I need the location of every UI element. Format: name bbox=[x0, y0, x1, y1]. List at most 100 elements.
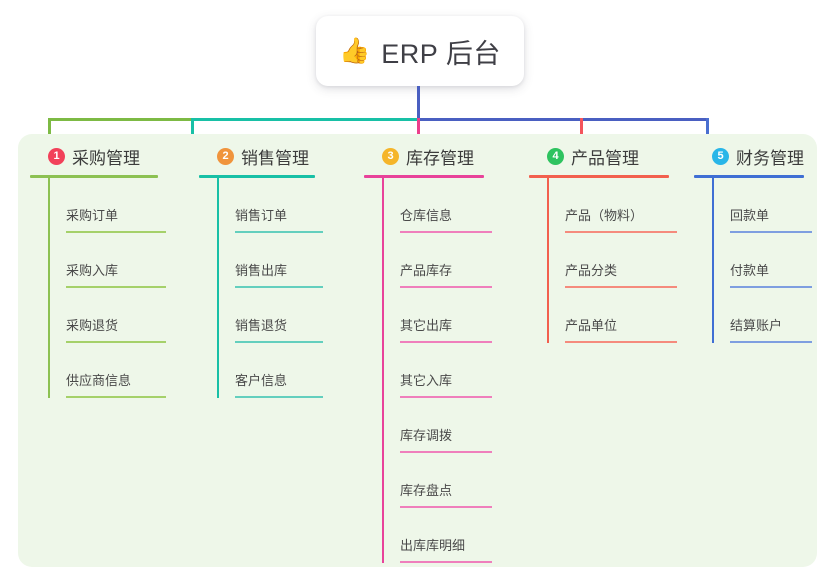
leaf-label: 出库库明细 bbox=[400, 538, 466, 553]
branch-header-2[interactable]: 2 销售管理 bbox=[199, 143, 315, 169]
branch-badge-2: 2 bbox=[217, 147, 234, 165]
leaf-label: 付款单 bbox=[730, 263, 770, 278]
branch-title-4: 产品管理 bbox=[571, 148, 639, 168]
leaf-node[interactable]: 回款单 bbox=[712, 178, 812, 233]
leaf-label: 销售退货 bbox=[235, 318, 288, 333]
leaf-underline bbox=[400, 396, 492, 398]
branch-badge-5: 5 bbox=[712, 147, 729, 165]
leaf-underline bbox=[66, 231, 166, 233]
leaf-underline bbox=[235, 396, 323, 398]
leaf-label: 其它出库 bbox=[400, 318, 453, 333]
branch-title-5: 财务管理 bbox=[736, 148, 804, 168]
leaf-underline bbox=[400, 561, 492, 563]
leaf-node[interactable]: 其它出库 bbox=[382, 288, 492, 343]
branch-column-5: 5 财务管理回款单付款单结算账户 bbox=[694, 143, 812, 343]
branch-column-4: 4 产品管理产品（物料） 产品分类产品单位 bbox=[529, 143, 677, 343]
leaf-node[interactable]: 采购订单 bbox=[48, 178, 166, 233]
leaf-underline bbox=[400, 341, 492, 343]
root-title: ERP 后台 bbox=[381, 38, 501, 69]
branch-underline-1 bbox=[30, 175, 158, 178]
leaf-node[interactable]: 产品单位 bbox=[547, 288, 677, 343]
trunk-segment-right bbox=[420, 118, 709, 121]
leaf-label: 采购退货 bbox=[66, 318, 119, 333]
leaf-underline bbox=[235, 286, 323, 288]
leaf-label: 采购订单 bbox=[66, 208, 119, 223]
branch-underline-3 bbox=[364, 175, 484, 178]
leaf-label: 采购入库 bbox=[66, 263, 119, 278]
leaf-node[interactable]: 结算账户 bbox=[712, 288, 812, 343]
branch-spine-1 bbox=[48, 178, 50, 398]
leaf-node[interactable]: 产品分类 bbox=[547, 233, 677, 288]
branch-title-3: 库存管理 bbox=[406, 148, 474, 168]
leaf-label: 库存盘点 bbox=[400, 483, 453, 498]
branch-spine-3 bbox=[382, 178, 384, 563]
leaf-node[interactable]: 客户信息 bbox=[217, 343, 323, 398]
branch-column-3: 3 库存管理仓库信息产品库存其它出库其它入库库存调拨库存盘点出库库明细 bbox=[364, 143, 492, 563]
leaf-node[interactable]: 其它入库 bbox=[382, 343, 492, 398]
leaf-node[interactable]: 库存盘点 bbox=[382, 453, 492, 508]
leaf-node[interactable]: 库存调拨 bbox=[382, 398, 492, 453]
leaf-label: 销售出库 bbox=[235, 263, 288, 278]
leaf-node[interactable]: 采购入库 bbox=[48, 233, 166, 288]
leaf-node[interactable]: 付款单 bbox=[712, 233, 812, 288]
branch-badge-1: 1 bbox=[48, 147, 65, 165]
leaf-underline bbox=[400, 451, 492, 453]
leaf-node[interactable]: 销售订单 bbox=[217, 178, 323, 233]
leaf-node[interactable]: 销售出库 bbox=[217, 233, 323, 288]
branch-underline-5 bbox=[694, 175, 804, 178]
branch-spine-4 bbox=[547, 178, 549, 343]
leaf-underline bbox=[730, 341, 812, 343]
leaf-node[interactable]: 出库库明细 bbox=[382, 508, 492, 563]
leaf-label: 销售订单 bbox=[235, 208, 288, 223]
leaf-node[interactable]: 仓库信息 bbox=[382, 178, 492, 233]
leaf-underline bbox=[730, 231, 812, 233]
branch-drop-1 bbox=[48, 118, 51, 141]
leaf-label: 客户信息 bbox=[235, 373, 288, 388]
leaf-label: 回款单 bbox=[730, 208, 770, 223]
leaf-label: 供应商信息 bbox=[66, 373, 132, 388]
leaf-label: 产品（物料） bbox=[565, 208, 644, 223]
branch-items-5: 回款单付款单结算账户 bbox=[694, 178, 812, 343]
leaf-node[interactable]: 产品（物料） bbox=[547, 178, 677, 233]
leaf-label: 产品单位 bbox=[565, 318, 618, 333]
branch-header-5[interactable]: 5 财务管理 bbox=[694, 143, 804, 169]
branch-items-1: 采购订单采购入库采购退货供应商信息 bbox=[30, 178, 166, 398]
branch-column-2: 2 销售管理销售订单销售出库销售退货客户信息 bbox=[199, 143, 323, 398]
leaf-node[interactable]: 销售退货 bbox=[217, 288, 323, 343]
branch-items-3: 仓库信息产品库存其它出库其它入库库存调拨库存盘点出库库明细 bbox=[364, 178, 492, 563]
leaf-underline bbox=[66, 286, 166, 288]
branch-header-4[interactable]: 4 产品管理 bbox=[529, 143, 669, 169]
branch-badge-4: 4 bbox=[547, 147, 564, 165]
branch-drop-4 bbox=[580, 118, 583, 141]
leaf-node[interactable]: 产品库存 bbox=[382, 233, 492, 288]
leaf-node[interactable]: 供应商信息 bbox=[48, 343, 166, 398]
root-node[interactable]: 👍 ERP 后台 bbox=[316, 16, 524, 86]
root-stem-line bbox=[417, 86, 420, 120]
leaf-label: 其它入库 bbox=[400, 373, 453, 388]
branch-title-2: 销售管理 bbox=[241, 148, 309, 168]
leaf-underline bbox=[235, 231, 323, 233]
trunk-segment-left bbox=[48, 118, 192, 121]
branch-items-2: 销售订单销售出库销售退货客户信息 bbox=[199, 178, 323, 398]
leaf-underline bbox=[66, 341, 166, 343]
leaf-label: 产品库存 bbox=[400, 263, 453, 278]
branch-header-3[interactable]: 3 库存管理 bbox=[364, 143, 484, 169]
leaf-underline bbox=[400, 506, 492, 508]
leaf-label: 结算账户 bbox=[730, 318, 783, 333]
branch-badge-3: 3 bbox=[382, 147, 399, 165]
leaf-underline bbox=[565, 231, 677, 233]
branch-drop-3 bbox=[417, 118, 420, 141]
trunk-segment-mid bbox=[192, 118, 420, 121]
branch-spine-5 bbox=[712, 178, 714, 343]
branch-items-4: 产品（物料） 产品分类产品单位 bbox=[529, 178, 677, 343]
branch-underline-2 bbox=[199, 175, 315, 178]
leaf-label: 库存调拨 bbox=[400, 428, 453, 443]
leaf-label: 产品分类 bbox=[565, 263, 618, 278]
leaf-underline bbox=[565, 286, 677, 288]
thumbs-up-icon: 👍 bbox=[339, 36, 371, 65]
leaf-node[interactable]: 采购退货 bbox=[48, 288, 166, 343]
branch-panel bbox=[18, 134, 817, 567]
leaf-underline bbox=[565, 341, 677, 343]
